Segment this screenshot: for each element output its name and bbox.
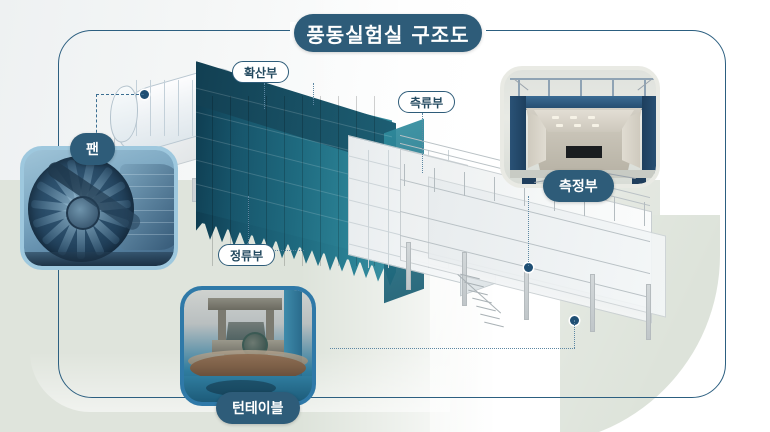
connector-line-settling	[248, 196, 249, 244]
photo-card-fan[interactable]	[20, 146, 178, 270]
photo-turntable-image	[184, 290, 312, 402]
fan-rotor-disc	[28, 156, 134, 262]
connector-line-turntable-v	[574, 320, 575, 348]
label-fan[interactable]: 팬	[70, 133, 115, 165]
page-title: 풍동실험실 구조도	[294, 14, 482, 52]
connector-line-diffuser-2	[313, 83, 314, 105]
label-diffuser[interactable]: 확산부	[232, 61, 290, 83]
connector-line-fan-v	[96, 94, 97, 148]
label-settling[interactable]: 정류부	[218, 244, 276, 266]
model-staircase	[457, 272, 518, 330]
label-measurement[interactable]: 측정부	[543, 170, 614, 202]
photo-card-turntable[interactable]	[180, 286, 316, 406]
connector-line-turntable-h	[330, 348, 575, 349]
connector-dot-measurement	[524, 263, 533, 272]
connector-dot-fan	[140, 90, 149, 99]
photo-measurement-image	[504, 70, 656, 184]
connector-line-axial	[422, 113, 423, 173]
photo-card-measurement[interactable]	[500, 66, 660, 188]
connector-line-diffuser	[264, 83, 265, 109]
connector-line-measurement	[528, 196, 529, 266]
connector-line-fan-h	[96, 94, 144, 95]
connector-line-settling-h	[264, 250, 304, 251]
label-turntable[interactable]: 턴테이블	[216, 392, 300, 424]
photo-fan-image	[24, 150, 174, 266]
label-axial[interactable]: 측류부	[398, 91, 456, 113]
model-test-section-platform	[400, 134, 680, 360]
